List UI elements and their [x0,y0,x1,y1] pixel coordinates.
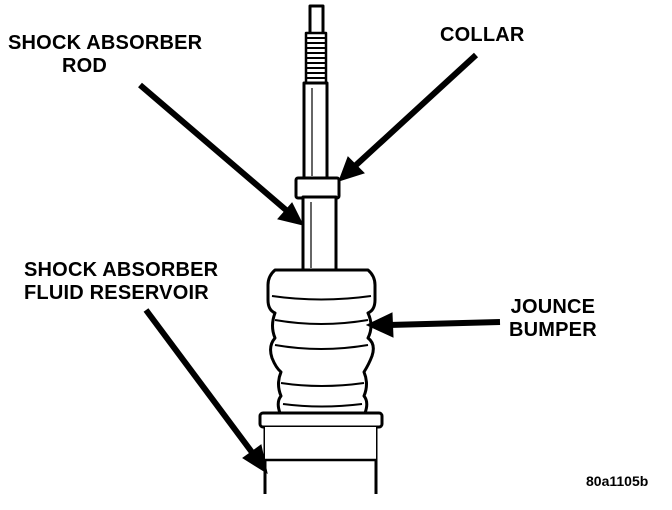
rod-label-line1: SHOCK ABSORBER [8,32,203,54]
leader-lines [138,52,501,475]
label-fluid-reservoir: SHOCK ABSORBER FLUID RESERVOIR [24,259,218,305]
upper-rod [302,81,329,182]
jounce-label-line2: BUMPER [509,319,597,341]
rod-stem [308,4,325,36]
jounce-bumper-ridges [271,295,372,408]
rod-label-line2: ROD [62,55,108,77]
collar-label: COLLAR [440,24,525,46]
jounce-leader-arrow [365,312,501,338]
rod-threads [304,31,328,85]
reservoir-flange [258,411,384,429]
figure-id: 80a1105b [586,473,649,489]
lower-rod [301,195,338,274]
reservoir-leader-arrow [143,308,268,475]
rod-leader-arrow [138,82,304,226]
label-shock-absorber-rod: SHOCK ABSORBER ROD [8,32,202,78]
jounce-bumper [266,268,377,415]
reservoir-label-line1: SHOCK ABSORBER [24,259,219,281]
reservoir-label-line2: FLUID RESERVOIR [24,282,209,304]
collar-leader-arrow [338,52,479,182]
label-jounce-bumper: JOUNCE BUMPER [509,296,597,342]
jounce-label-line1: JOUNCE [510,296,596,318]
collar [294,176,341,200]
label-collar: COLLAR [440,24,525,47]
